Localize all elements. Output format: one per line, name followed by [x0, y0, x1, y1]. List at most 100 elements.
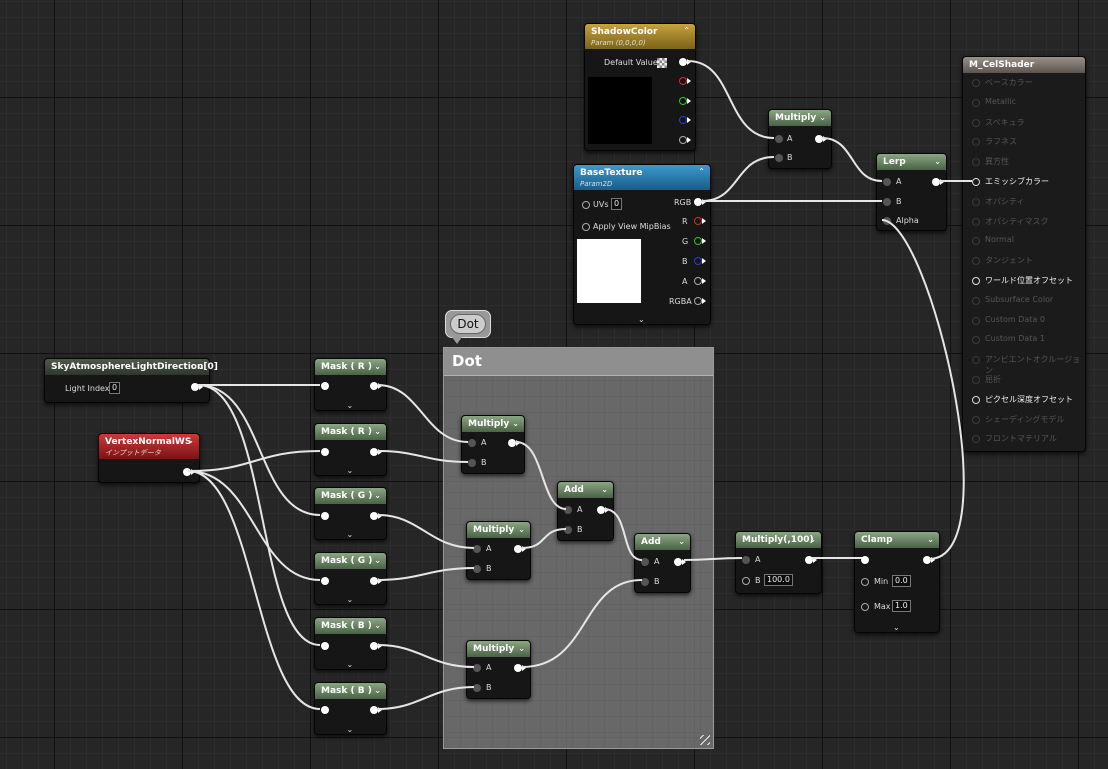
input-pin[interactable] [972, 237, 980, 246]
node-header[interactable]: Mask ( R )⌄ [315, 359, 386, 375]
node-header[interactable]: Multiply(,100)⌄ [736, 532, 821, 548]
input-pin-a[interactable] [775, 135, 783, 143]
input-pin[interactable] [321, 382, 329, 390]
collapse-chevron-icon[interactable]: ⌃ [698, 167, 705, 176]
input-pin[interactable] [972, 197, 980, 206]
input-pin[interactable] [321, 706, 329, 714]
output-pin-a[interactable] [694, 277, 706, 285]
collapse-chevron-icon[interactable]: ⌄ [187, 436, 194, 445]
input-pin[interactable] [972, 178, 980, 186]
input-pin[interactable] [972, 98, 980, 107]
result-pin-row[interactable]: Custom Data 0 [963, 311, 1085, 331]
expand-chevron-icon[interactable]: ⌄ [346, 725, 354, 734]
input-pin-a[interactable] [883, 178, 891, 186]
input-pin-a[interactable] [742, 556, 750, 564]
expand-chevron-icon[interactable]: ⌄ [346, 530, 354, 539]
input-pin-a[interactable] [564, 506, 572, 514]
result-pin-row[interactable]: エミッシブカラー [963, 172, 1085, 192]
output-pin-r[interactable] [679, 77, 691, 85]
result-pin-row[interactable]: オパシティマスク [963, 212, 1085, 232]
collapse-chevron-icon[interactable]: ⌄ [374, 362, 381, 371]
output-pin[interactable] [370, 642, 382, 650]
light-index-field[interactable]: 0 [109, 382, 121, 394]
expand-chevron-icon[interactable]: ⌄ [346, 660, 354, 669]
min-value-field[interactable]: 0.0 [892, 575, 911, 587]
node-mask-g[interactable]: Mask ( G )⌄ ⌄ [314, 552, 387, 605]
node-multiply[interactable]: Multiply⌄ A B [461, 415, 525, 474]
input-pin[interactable] [972, 79, 980, 87]
result-pin-row[interactable]: ワールド位置オフセット [963, 271, 1085, 291]
node-multiply[interactable]: Multiply⌄ A B [466, 521, 531, 580]
collapse-chevron-icon[interactable]: ⌄ [374, 686, 381, 695]
output-pin-rgba[interactable] [694, 297, 706, 305]
node-multiply[interactable]: Multiply⌄ A B [466, 640, 531, 699]
result-pin-row[interactable]: タンジェント [963, 251, 1085, 271]
collapse-chevron-icon[interactable]: ⌄ [678, 537, 685, 546]
node-mask-b[interactable]: Mask ( B )⌄ ⌄ [314, 682, 387, 735]
result-pin-row[interactable]: Custom Data 1 [963, 330, 1085, 350]
input-pin[interactable] [972, 138, 980, 147]
output-pin[interactable] [183, 468, 195, 476]
output-pin-b[interactable] [679, 116, 691, 124]
result-pin-row[interactable]: Subsurface Color [963, 291, 1085, 311]
output-pin[interactable] [508, 439, 520, 447]
color-swatch[interactable] [657, 58, 667, 68]
node-header[interactable]: ShadowColor Param (0,0,0,0) ⌃ [585, 24, 695, 49]
node-header[interactable]: M_CelShader [963, 57, 1085, 73]
expand-chevron-icon[interactable]: ⌄ [893, 623, 900, 632]
result-pin-row[interactable]: アンビエントオクルージョン [963, 350, 1085, 375]
input-pin-a[interactable] [473, 545, 481, 553]
node-header[interactable]: Mask ( R )⌄ [315, 424, 386, 440]
result-pin-row[interactable]: シェーディングモデル [963, 410, 1085, 430]
input-pin[interactable] [972, 118, 980, 127]
uvs-value-field[interactable]: 0 [611, 198, 623, 210]
collapse-chevron-icon[interactable]: ⌃ [683, 26, 690, 35]
input-pin-min[interactable] [861, 578, 869, 586]
b-value-field[interactable]: 100.0 [764, 574, 793, 586]
output-pin[interactable] [805, 556, 817, 564]
input-pin[interactable] [972, 356, 980, 365]
output-pin-g[interactable] [679, 97, 691, 105]
max-value-field[interactable]: 1.0 [892, 600, 911, 612]
node-mask-r[interactable]: Mask ( R )⌄ ⌄ [314, 423, 387, 476]
node-mask-r[interactable]: Mask ( R )⌄ ⌄ [314, 358, 387, 411]
expand-chevron-icon[interactable]: ⌄ [346, 595, 354, 604]
node-header[interactable]: VertexNormalWS インプットデータ ⌄ [99, 434, 199, 459]
node-header[interactable]: Add⌄ [558, 482, 613, 498]
output-pin-rgb[interactable] [694, 198, 706, 206]
comment-bubble[interactable]: Dot [445, 310, 491, 344]
collapse-chevron-icon[interactable]: ⌄ [374, 621, 381, 630]
node-mask-b[interactable]: Mask ( B )⌄ ⌄ [314, 617, 387, 670]
node-header[interactable]: Mask ( B )⌄ [315, 618, 386, 634]
output-pin[interactable] [370, 577, 382, 585]
node-add[interactable]: Add⌄ A B [634, 533, 691, 593]
node-multiply-100[interactable]: Multiply(,100)⌄ A B 100.0 [735, 531, 822, 594]
input-pin-b[interactable] [883, 198, 891, 206]
output-pin-r[interactable] [694, 217, 706, 225]
input-pin[interactable] [972, 415, 980, 424]
output-pin-a[interactable] [679, 136, 691, 144]
node-header[interactable]: Mask ( G )⌄ [315, 553, 386, 569]
output-pin[interactable] [370, 448, 382, 456]
input-pin-a[interactable] [468, 439, 476, 447]
input-pin-b[interactable] [473, 565, 481, 573]
input-pin[interactable] [972, 316, 980, 325]
node-header[interactable]: Multiply⌄ [462, 416, 524, 432]
node-header[interactable]: Multiply⌄ [769, 110, 831, 126]
node-lerp[interactable]: Lerp⌄ A B Alpha [876, 153, 947, 231]
expand-chevron-icon[interactable]: ⌄ [346, 466, 354, 475]
output-pin[interactable] [932, 178, 944, 186]
input-pin[interactable] [972, 296, 980, 305]
input-pin[interactable] [972, 217, 980, 226]
output-pin[interactable] [679, 58, 691, 66]
input-pin[interactable] [972, 158, 980, 167]
node-header[interactable]: SkyAtmosphereLightDirection[0] ⌄ [45, 359, 218, 375]
node-header[interactable]: BaseTexture Param2D ⌃ [574, 165, 710, 190]
node-add[interactable]: Add⌄ A B [557, 481, 614, 541]
collapse-chevron-icon[interactable]: ⌄ [518, 644, 525, 653]
collapse-chevron-icon[interactable]: ⌄ [374, 556, 381, 565]
output-pin[interactable] [191, 383, 203, 391]
output-pin[interactable] [815, 135, 827, 143]
node-clamp[interactable]: Clamp⌄ Min 0.0 Max 1.0 ⌄ [854, 531, 940, 633]
output-pin[interactable] [923, 556, 935, 564]
